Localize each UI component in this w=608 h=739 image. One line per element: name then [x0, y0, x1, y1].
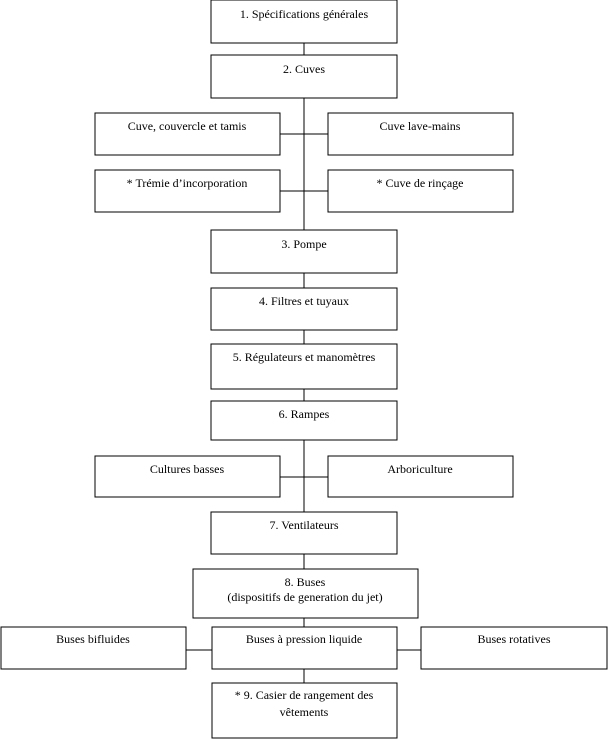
box-cuve-rincage: * Cuve de rinçage — [327, 169, 514, 213]
box-ventilateurs-label: 7. Ventilateurs — [269, 518, 338, 532]
box-arboriculture-label: Arboriculture — [387, 462, 452, 476]
box-casier-rangement-label-line1: * 9. Casier de rangement des — [235, 688, 374, 702]
box-buses-rotatives-label: Buses rotatives — [478, 632, 551, 646]
box-pompe: 3. Pompe — [210, 229, 398, 274]
box-filtres-tuyaux: 4. Filtres et tuyaux — [210, 287, 398, 331]
box-arboriculture: Arboriculture — [327, 455, 514, 498]
box-buses-bifluides-label: Buses bifluides — [56, 632, 130, 646]
box-regulateurs-manometres-label: 5. Régulateurs et manomètres — [233, 350, 376, 364]
box-specifications-generales: 1. Spécifications générales — [210, 0, 398, 44]
box-casier-rangement: * 9. Casier de rangement des vêtements — [211, 682, 398, 739]
box-casier-rangement-label-line2: vêtements — [280, 705, 329, 719]
box-buses-pression-liquide: Buses à pression liquide — [211, 626, 398, 670]
box-cuve-lave-mains-label: Cuve lave-mains — [380, 119, 461, 133]
box-cuves-label: 2. Cuves — [283, 62, 325, 76]
box-regulateurs-manometres: 5. Régulateurs et manomètres — [210, 343, 398, 390]
box-buses-rotatives: Buses rotatives — [420, 626, 608, 670]
box-tremie-incorporation-label: * Trémie d’incorporation — [127, 176, 248, 190]
box-cultures-basses-label: Cultures basses — [150, 462, 225, 476]
box-ventilateurs: 7. Ventilateurs — [210, 511, 398, 555]
box-buses-label-line2: (dispositifs de generation du jet) — [227, 590, 382, 604]
box-tremie-incorporation: * Trémie d’incorporation — [94, 169, 281, 213]
box-cuve-rincage-label: * Cuve de rinçage — [377, 176, 464, 190]
box-cuve-couvercle-tamis-label: Cuve, couvercle et tamis — [128, 119, 247, 133]
box-rampes: 6. Rampes — [210, 400, 398, 441]
box-buses-pression-liquide-label: Buses à pression liquide — [246, 632, 362, 646]
box-pompe-label: 3. Pompe — [281, 237, 326, 251]
box-filtres-tuyaux-label: 4. Filtres et tuyaux — [259, 294, 349, 308]
box-cuve-couvercle-tamis: Cuve, couvercle et tamis — [94, 112, 281, 156]
box-buses-bifluides: Buses bifluides — [0, 626, 187, 670]
box-specifications-generales-label: 1. Spécifications générales — [240, 7, 369, 21]
box-cultures-basses: Cultures basses — [94, 455, 281, 498]
box-rampes-label: 6. Rampes — [279, 407, 330, 421]
box-buses-label-line1: 8. Buses — [285, 575, 326, 589]
box-cuves: 2. Cuves — [210, 54, 398, 99]
connectors — [186, 43, 421, 683]
box-cuve-lave-mains: Cuve lave-mains — [327, 112, 514, 156]
box-buses: 8. Buses (dispositifs de generation du j… — [192, 568, 419, 619]
